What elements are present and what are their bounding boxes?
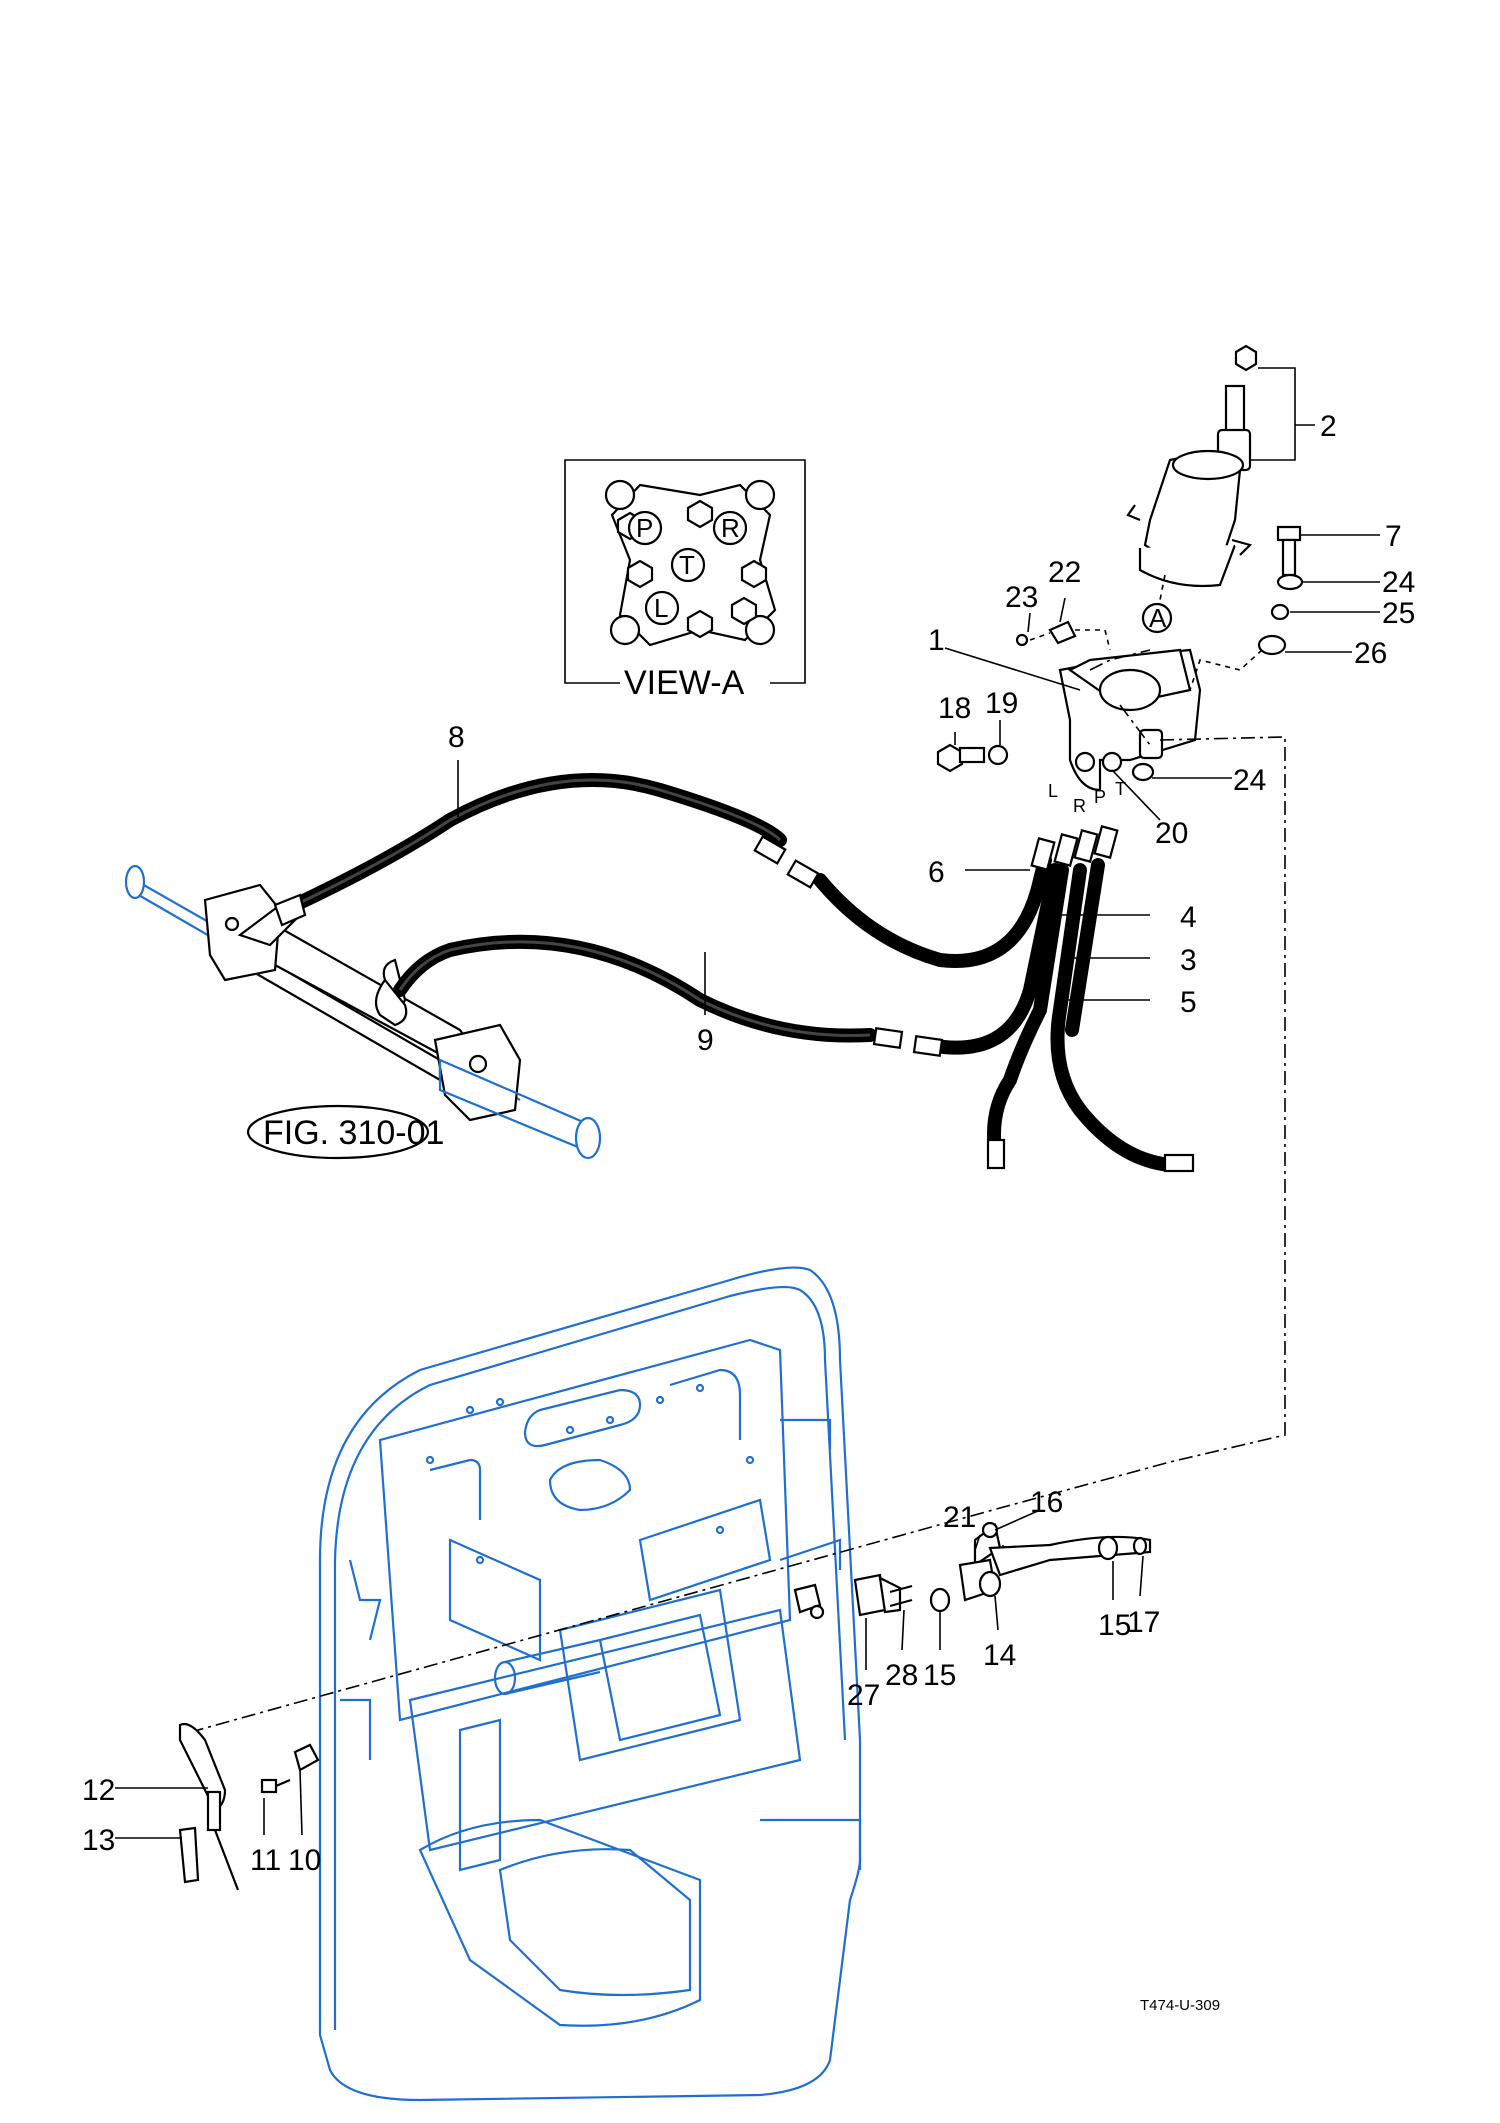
drawing-number: T474-U-309 (1140, 1997, 1220, 2014)
callout-25: 25 (1382, 597, 1415, 630)
callout-27: 27 (847, 1679, 880, 1712)
hose-port-r: R (1073, 796, 1086, 816)
callout-19: 19 (985, 687, 1018, 720)
hose-port-l: L (1048, 781, 1058, 801)
callout-16: 16 (1030, 1486, 1063, 1519)
callout-1: 1 (928, 624, 945, 657)
view-a-label: VIEW-A (624, 664, 745, 702)
callout-4: 4 (1180, 901, 1197, 934)
callout-23: 23 (1005, 581, 1038, 614)
callout-11: 11 (250, 1844, 281, 1877)
view-port-r: R (721, 513, 740, 543)
hose-port-p: P (1094, 787, 1106, 807)
callout-22: 22 (1048, 556, 1081, 589)
callout-21: 21 (943, 1501, 976, 1534)
callout-13: 13 (82, 1824, 115, 1857)
callout-24-bottom: 24 (1233, 764, 1266, 797)
bracket-hardware (936, 525, 1304, 782)
callout-10: 10 (288, 1844, 321, 1877)
steering-bracket (1058, 648, 1202, 792)
callout-24-top: 24 (1382, 566, 1415, 599)
callout-15-left: 15 (923, 1659, 956, 1692)
fig-reference: FIG. 310-01 (246, 1104, 444, 1160)
callout-15-right: 15 (1098, 1609, 1131, 1642)
steering-unit: A (1126, 344, 1258, 634)
view-port-p: P (636, 513, 653, 543)
callout-6: 6 (928, 856, 945, 889)
fig-reference-label: FIG. 310-01 (263, 1114, 444, 1152)
view-port-l: L (654, 593, 668, 623)
pedal-assembly (178, 1521, 1152, 1891)
callout-9: 9 (697, 1024, 714, 1057)
callout-12: 12 (82, 1774, 115, 1807)
view-port-t: T (679, 550, 695, 580)
view-a-inset: VIEW-A P R T L (564, 459, 806, 702)
view-marker-a: A (1149, 603, 1167, 633)
callout-5: 5 (1180, 986, 1197, 1019)
steering-cylinder (124, 864, 602, 1160)
callout-14: 14 (983, 1639, 1016, 1672)
hose-port-labels: L R P T (1048, 779, 1126, 816)
callout-18: 18 (938, 692, 971, 725)
callout-8: 8 (448, 721, 465, 754)
callout-28: 28 (885, 1659, 918, 1692)
callout-leaders (115, 367, 1380, 1839)
frame-background (318, 1266, 862, 2102)
callout-20: 20 (1155, 817, 1188, 850)
callout-3: 3 (1180, 944, 1197, 977)
callout-2: 2 (1320, 410, 1337, 443)
callout-7: 7 (1385, 520, 1402, 553)
hoses (273, 773, 1195, 1173)
hose-port-t: T (1115, 779, 1126, 799)
callout-26: 26 (1354, 637, 1387, 670)
callout-17: 17 (1127, 1606, 1160, 1639)
callout-numbers: 1 2 3 4 5 6 7 8 9 10 11 12 13 14 15 15 1… (82, 410, 1415, 1877)
